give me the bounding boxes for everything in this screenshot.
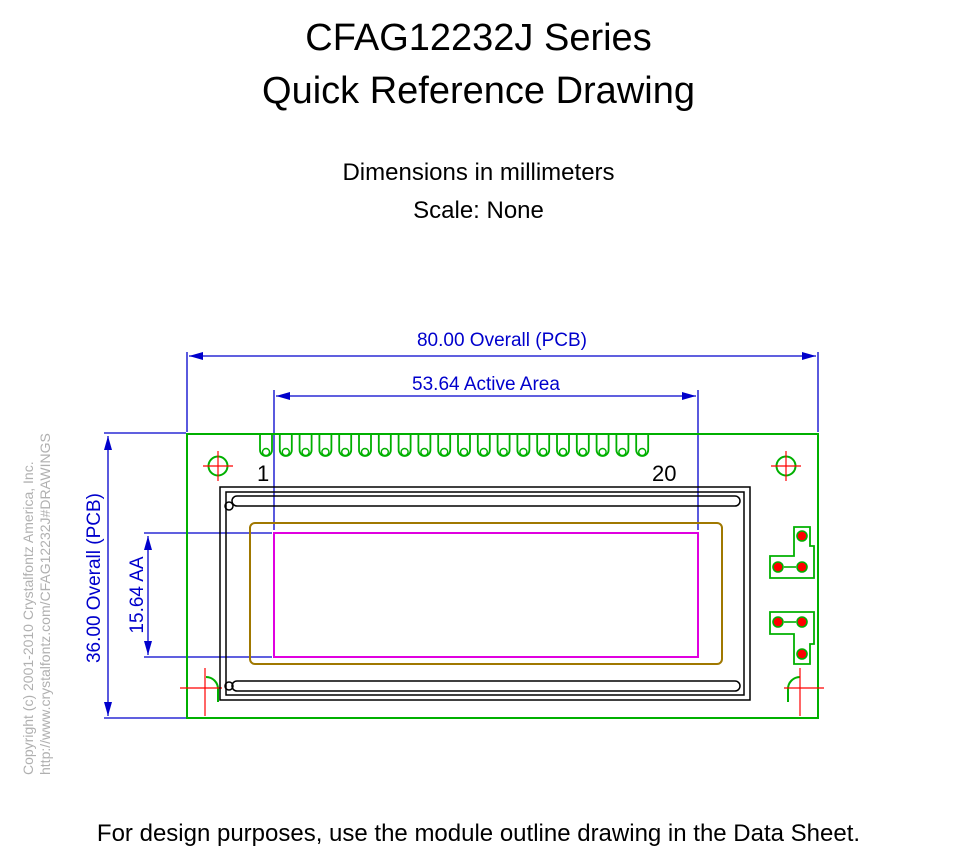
scale-note: Scale: None <box>413 197 544 224</box>
pin-hole <box>539 447 548 457</box>
pin-pad <box>377 434 392 457</box>
pin-hole <box>380 447 389 457</box>
pad-group-upper <box>769 526 815 579</box>
pin-1-label: 1 <box>257 461 269 486</box>
title-line-2: Quick Reference Drawing <box>262 70 695 112</box>
pin-pad <box>536 434 551 457</box>
pin-hole <box>618 447 627 457</box>
label-active-height: 15.64 AA <box>127 556 148 633</box>
pin-hole <box>499 447 508 457</box>
pin-hole <box>519 447 528 457</box>
pin-pad <box>358 434 372 457</box>
pin-pad <box>556 434 570 457</box>
pin-pad <box>417 434 432 457</box>
dimension-overall-width <box>186 352 819 432</box>
pin-hole <box>558 447 568 457</box>
pin-hole <box>400 447 409 457</box>
pin-pad <box>338 434 353 457</box>
pin-pad <box>278 434 293 457</box>
pin-pad <box>437 434 452 457</box>
pin-hole <box>281 447 290 457</box>
pin-pad <box>397 434 412 457</box>
pin-hole <box>261 447 271 457</box>
frame-holes <box>224 501 234 691</box>
dimension-active-width <box>273 390 699 530</box>
pin-hole <box>440 447 449 457</box>
pin-20-label: 20 <box>652 461 676 486</box>
pin-pad <box>476 434 491 457</box>
pad-group-lower <box>769 611 815 665</box>
pin-pad <box>575 434 590 457</box>
mounting-hole-top-left <box>203 451 233 481</box>
pin-pad <box>259 434 273 457</box>
label-overall-height: 36.00 Overall (PCB) <box>84 493 105 663</box>
pin-hole <box>301 447 310 457</box>
pin-hole <box>341 447 350 457</box>
dimension-active-height <box>144 532 272 658</box>
pin-pad <box>635 434 650 457</box>
pin-hole <box>598 447 607 457</box>
pin-hole <box>360 447 370 457</box>
pin-pad <box>595 434 610 457</box>
title-line-1: CFAG12232J Series <box>305 17 652 59</box>
pin-hole <box>479 447 488 457</box>
footer-note: For design purposes, use the module outl… <box>96 820 861 847</box>
pin-hole <box>578 447 587 457</box>
pin-pad <box>516 434 531 457</box>
dimension-overall-height <box>104 432 186 719</box>
mounting-hole-top-right <box>771 451 801 481</box>
label-active-width: 53.64 Active Area <box>412 374 560 395</box>
pin-header <box>259 434 650 457</box>
pin-pad <box>298 434 313 457</box>
lcd-ribs <box>231 495 741 692</box>
mounting-notch-bottom-left <box>180 668 222 716</box>
label-overall-width: 80.00 Overall (PCB) <box>417 330 587 351</box>
units-note: Dimensions in millimeters <box>342 159 615 186</box>
pin-pad <box>496 434 511 457</box>
pin-hole <box>638 447 647 457</box>
pin-hole <box>321 447 330 457</box>
pin-pad <box>615 434 630 457</box>
pin-hole <box>420 447 429 457</box>
mounting-notch-bottom-right <box>784 668 824 716</box>
pin-pad <box>457 434 471 457</box>
viewing-area <box>249 522 723 665</box>
pin-hole <box>459 447 469 457</box>
lcd-frame <box>219 486 751 701</box>
pin-pad <box>318 434 333 457</box>
active-area <box>273 532 699 658</box>
pcb-outline <box>186 433 819 719</box>
